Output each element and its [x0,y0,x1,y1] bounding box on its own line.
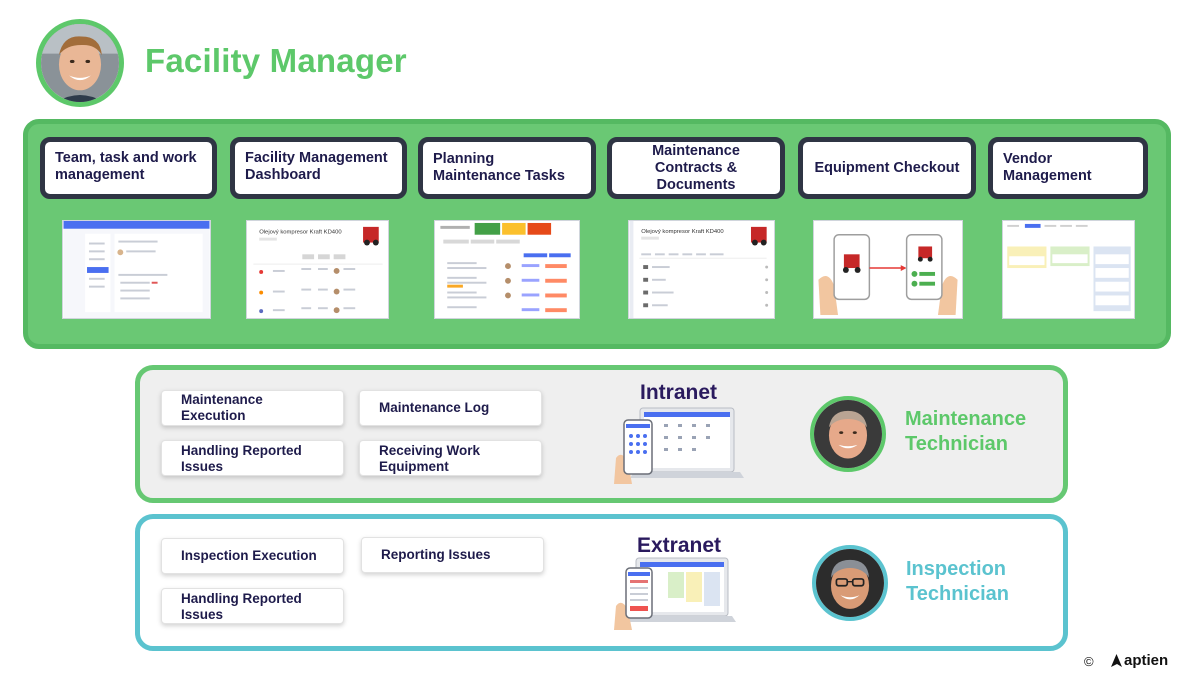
facility-manager-photo [41,24,119,102]
asset-title-text: Olejový kompresor Kraft KD400 [259,230,342,236]
planning-maintenance-screenshot [434,220,580,319]
fm-dashboard-screenshot: Olejový kompresor Kraft KD400 [246,220,389,319]
task-handling-reported-issues[interactable]: Handling Reported Issues [161,440,344,476]
equipment-checkout-illustration [813,220,963,319]
inspection-technician-role: Inspection Technician [906,558,1009,605]
contracts-documents-screenshot: Olejový kompresor Kraft KD400 [628,220,775,319]
brand-name: aptien [1124,652,1169,669]
page-title: Facility Manager [145,42,407,79]
task-maintenance-log[interactable]: Maintenance Log [359,390,542,426]
intranet-label: Intranet [640,381,718,404]
extranet-devices-illustration [612,556,738,630]
intranet-devices-illustration [612,406,746,484]
module-vendor-management[interactable]: Vendor Management [988,137,1148,199]
module-team-task-work[interactable]: Team, task and work management [40,137,217,199]
task-handling-reported-issues-extranet[interactable]: Handling Reported Issues [161,588,344,624]
copyright-symbol: © [1084,654,1094,669]
module-contracts-documents[interactable]: Maintenance Contracts & Documents [607,137,785,199]
task-maintenance-execution[interactable]: Maintenance Execution [161,390,344,426]
inspection-technician-avatar [812,545,888,621]
inspection-technician-photo [816,549,884,617]
aptien-logo-icon [1111,654,1122,667]
maintenance-technician-photo [814,400,882,468]
task-receiving-work-equipment[interactable]: Receiving Work Equipment [359,440,542,476]
module-fm-dashboard[interactable]: Facility Management Dashboard [230,137,407,199]
team-task-screenshot [62,220,211,319]
facility-manager-avatar [36,19,124,107]
maintenance-technician-avatar [810,396,886,472]
brand-logo: aptien [1111,652,1168,669]
vendor-management-screenshot [1002,220,1135,319]
maintenance-technician-role: Maintenance Technician [905,408,1027,455]
asset-title-text: Olejový kompresor Kraft KD400 [641,229,724,235]
task-inspection-execution[interactable]: Inspection Execution [161,538,344,574]
module-planning-maintenance[interactable]: Planning Maintenance Tasks [418,137,596,199]
extranet-panel [135,514,1068,651]
extranet-label: Extranet [637,534,722,557]
intranet-panel [135,365,1068,503]
task-reporting-issues[interactable]: Reporting Issues [361,537,544,573]
module-equipment-checkout[interactable]: Equipment Checkout [798,137,976,199]
